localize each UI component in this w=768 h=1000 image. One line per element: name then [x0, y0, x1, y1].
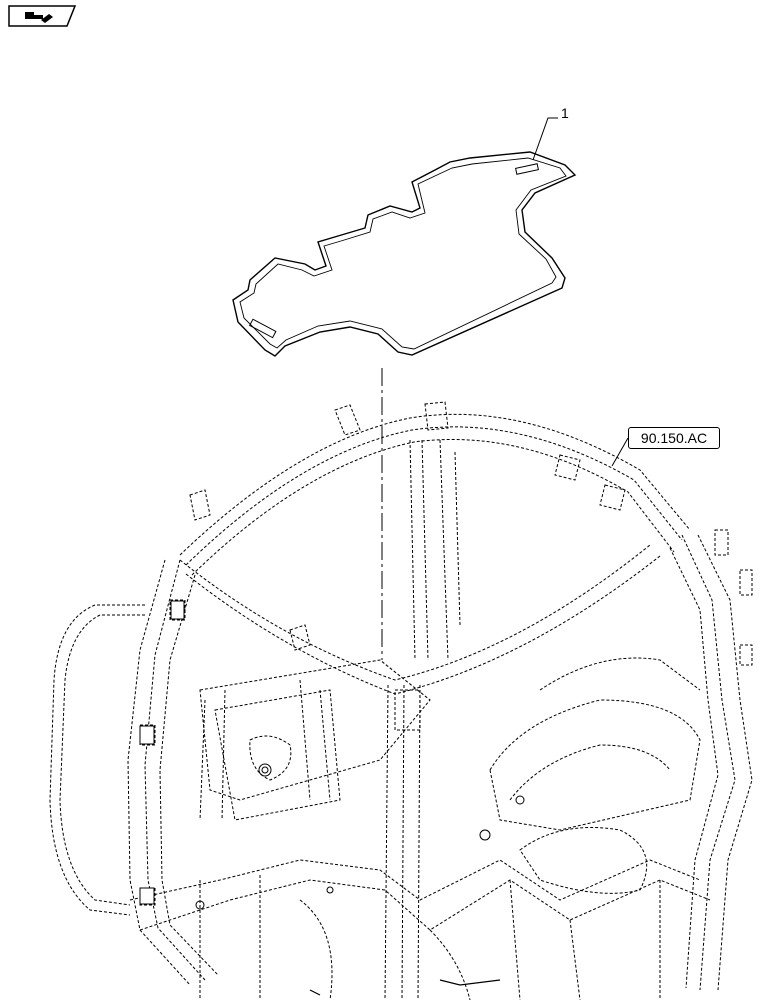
callout-1-leader — [532, 117, 558, 161]
floor-mat — [232, 151, 577, 357]
reference-label-90-150-ac[interactable]: 90.150.AC — [628, 427, 720, 449]
reference-leader — [611, 437, 629, 467]
page-nav-icon[interactable] — [7, 4, 77, 28]
frame-fixings — [139, 600, 525, 996]
callout-number-1: 1 — [561, 105, 569, 121]
cab-frame — [49, 401, 753, 1000]
